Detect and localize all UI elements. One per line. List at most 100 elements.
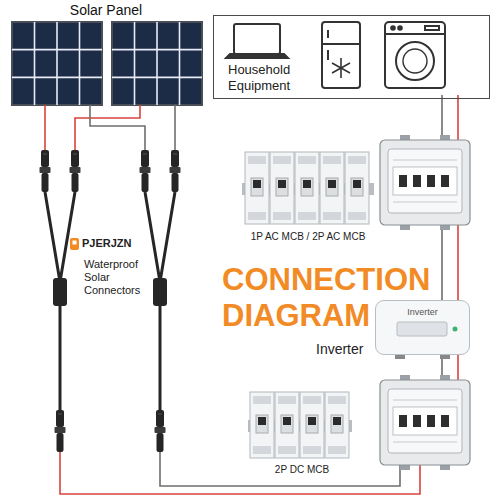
household-icons [425,26,439,30]
ac-breaker [273,212,291,220]
ac-mcb-label: 1P AC MCB / 2P AC MCB [240,231,376,243]
panel-cell-lines [56,22,58,105]
branch-connector [140,150,151,192]
panel-cable [45,105,175,150]
panel-cell-lines [112,77,202,79]
ac-wire [457,225,459,300]
household-icons [226,22,445,88]
dc-breaker [256,415,268,433]
ac-breaker [320,152,344,224]
ac-distribution-box [380,135,470,230]
dc-breaker [253,396,271,404]
ac-breaker [351,178,363,196]
dc-breaker [325,392,349,458]
ac-breaker [353,180,361,188]
dc-breaker [278,446,296,454]
ac-breaker [253,180,261,188]
ac-breaker [345,152,369,224]
dc-breaker [328,446,346,454]
household-icons [322,43,360,45]
panel-cell-lines [12,22,202,105]
ac-breaker [248,156,266,164]
household-icons [332,63,350,73]
dc-breaker [328,396,346,404]
ac-breaker [248,212,266,220]
ac-breaker [251,178,263,196]
panel-cable [90,105,145,150]
ac-breaker [348,212,366,220]
dc-breaker [283,417,291,425]
ac-wire [441,225,443,300]
household-icons [332,58,350,78]
branch-connector [40,150,181,452]
dc-wire [60,452,420,494]
panel-cable [174,105,176,150]
dc-breaker [278,396,296,404]
household-icons [327,50,329,60]
inverter-body [440,355,450,359]
connector-label: Waterproof Solar Connectors [84,258,142,298]
inverter-label: Inverter [316,341,374,358]
dc-breaker [275,392,299,458]
branch-connector [70,150,81,192]
ac-breaker [295,152,319,224]
panel-cell-lines [34,22,36,105]
inverter-body [395,355,405,359]
household-icons [322,22,360,88]
branch-connector [45,192,75,282]
solar-panel [12,22,202,105]
ac-breaker [323,156,341,164]
ac-breaker [245,152,369,224]
ac-breaker [276,178,288,196]
branch-connector [145,192,175,282]
dc-breaker [250,392,349,458]
ac-breaker [270,152,294,224]
inverter-body [375,300,470,355]
dc-breaker [250,392,274,458]
logo-mark [70,238,79,250]
diagram-title: CONNECTION DIAGRAM [222,262,454,333]
ac-breaker [245,152,269,224]
panel-cell-lines [79,22,81,105]
ac-breaker [303,180,311,188]
ac-breaker [326,178,338,196]
panel-cell-lines [12,49,102,51]
node-text: Inverter [376,307,469,318]
panel-cell-lines [156,22,158,105]
logo-mark [73,241,77,245]
dc-breaker [281,415,293,433]
panel-cell-lines [134,22,136,105]
household-icons [385,33,445,35]
branch-connector [170,150,181,192]
branch-connector [40,150,51,192]
dc-breaker [303,446,321,454]
ac-breaker [298,212,316,220]
ac-breaker [301,178,313,196]
household-box: Household Equipment [213,15,490,99]
household-icons [234,24,280,54]
panel-cable [75,105,140,150]
inverter-body [397,322,447,336]
dc-breaker [333,417,341,425]
panel-cell-lines [179,22,181,105]
ac-breaker [298,156,316,164]
dc-breaker [300,392,324,458]
ac-wire [457,355,459,380]
solar-panel-group: Solar Panel [8,0,204,108]
dc-breaker [331,415,343,433]
household-icons [385,22,445,88]
brand-logo: PJERJZN [82,237,152,250]
branch-connector [153,278,167,306]
ac-wire [441,95,443,140]
node-text: Solar Panel [8,2,204,20]
dc-distribution-box [380,375,470,470]
panel-cable [44,105,46,150]
dc-mcb-label: 2P DC MCB [250,464,354,476]
household-icons [396,42,434,80]
branch-connector [55,410,66,452]
ac-breaker [328,180,336,188]
household-icons [403,49,427,73]
ac-wire [457,95,459,140]
branch-connector [53,278,67,306]
dc-breaker [253,446,271,454]
